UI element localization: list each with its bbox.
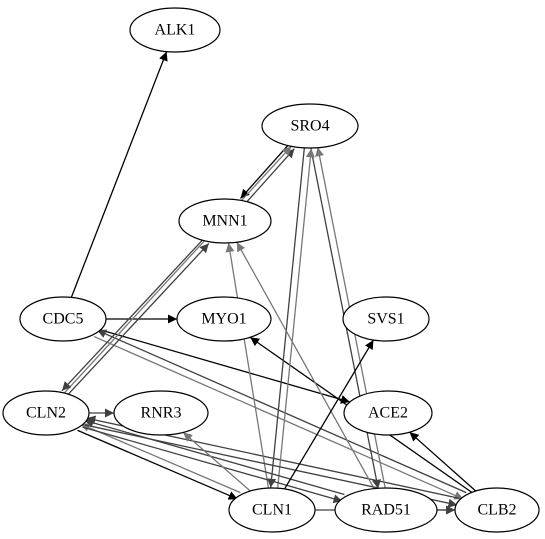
edge-cln2-to-rad51: [82, 426, 343, 504]
edge-rad51-to-mnn1: [236, 241, 375, 489]
edge-cln1-to-cln2: [80, 423, 241, 494]
node-sro4-ellipse: [261, 103, 359, 149]
edge-cln2-to-mnn1: [66, 243, 210, 396]
node-cln2[interactable]: CLN2: [2, 390, 90, 436]
edge-cdc5-to-clb2: [93, 335, 464, 500]
node-sro4-label: SRO4: [290, 118, 329, 135]
node-cln2-ellipse: [2, 390, 90, 436]
node-svs1-label: SVS1: [367, 311, 404, 328]
node-cdc5-label: CDC5: [43, 311, 84, 328]
node-ace2[interactable]: ACE2: [343, 390, 433, 436]
edge-cln2-to-cln1: [77, 429, 238, 500]
edge-rad51-to-cln2: [84, 418, 345, 496]
node-cln1[interactable]: CLN1: [228, 487, 316, 533]
edge-mnn1-to-cln2: [61, 238, 205, 392]
edge-sro4-to-mnn1: [240, 143, 290, 199]
node-rnr3-ellipse: [113, 390, 209, 436]
node-ace2-ellipse: [343, 390, 433, 436]
edge-mnn1-to-sro4: [245, 148, 295, 204]
node-alk1-label: ALK1: [155, 22, 196, 39]
node-rad51-label: RAD51: [361, 502, 411, 519]
node-mnn1-label: MNN1: [202, 213, 247, 230]
edge-cln1-to-svs1: [284, 339, 374, 490]
node-svs1[interactable]: SVS1: [342, 296, 430, 342]
edge-cdc5-to-ace2: [100, 329, 351, 404]
edge-cln1-to-sro4: [277, 148, 315, 489]
edge-clb2-to-ace2: [409, 431, 477, 492]
node-ace2-label: ACE2: [368, 405, 408, 422]
node-sro4[interactable]: SRO4: [261, 103, 359, 149]
node-myo1-ellipse: [176, 296, 272, 342]
node-cdc5[interactable]: CDC5: [19, 296, 107, 342]
node-myo1[interactable]: MYO1: [176, 296, 272, 342]
edge-sro4-to-cln1: [267, 147, 305, 488]
node-rnr3[interactable]: RNR3: [113, 390, 209, 436]
node-rad51[interactable]: RAD51: [334, 487, 438, 533]
edge-cln2-to-sro4: [63, 145, 292, 394]
node-rad51-ellipse: [334, 487, 438, 533]
node-alk1-ellipse: [129, 7, 221, 53]
edge-cln1-to-mnn1: [225, 242, 270, 489]
edge-cln1-to-rnr3: [182, 431, 251, 492]
node-myo1-label: MYO1: [201, 311, 246, 328]
edge-clb2-to-cdc5: [96, 329, 467, 494]
node-cln1-label: CLN1: [252, 502, 292, 519]
node-clb2-label: CLB2: [477, 502, 516, 519]
node-mnn1-ellipse: [178, 198, 272, 244]
node-cln1-ellipse: [228, 487, 316, 533]
node-svs1-ellipse: [342, 296, 430, 342]
node-cdc5-ellipse: [19, 296, 107, 342]
edge-cdc5-to-alk1: [70, 51, 168, 298]
nodes-layer: ALK1 SRO4 MNN1 CDC5 MYO1 SVS1 CLN2 RNR3: [2, 7, 540, 533]
node-clb2[interactable]: CLB2: [454, 487, 540, 533]
node-rnr3-label: RNR3: [141, 405, 182, 422]
node-alk1[interactable]: ALK1: [129, 7, 221, 53]
node-cln2-label: CLN2: [26, 405, 66, 422]
node-mnn1[interactable]: MNN1: [178, 198, 272, 244]
node-clb2-ellipse: [454, 487, 540, 533]
